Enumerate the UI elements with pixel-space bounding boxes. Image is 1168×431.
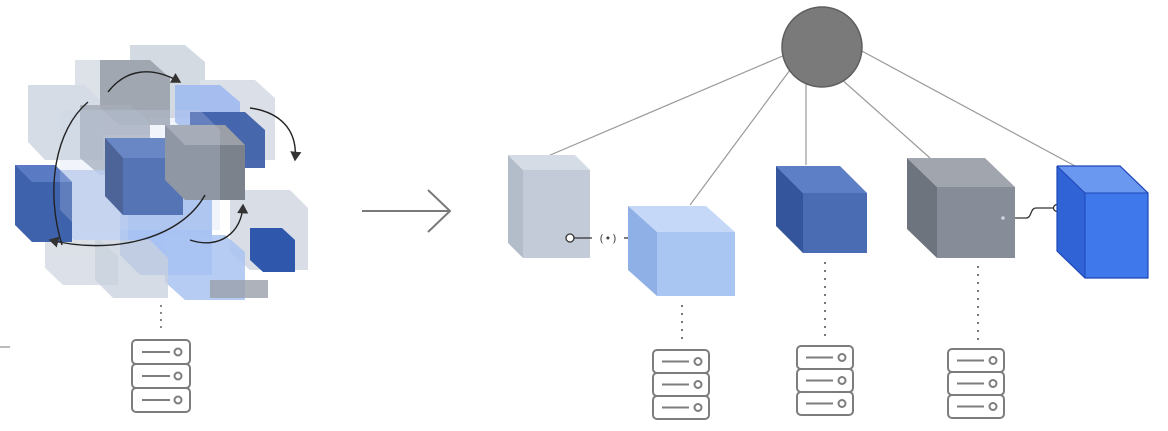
arrow-right-icon: [362, 189, 452, 233]
server-rack-icon: [796, 345, 854, 416]
monolith-cluster: [15, 45, 308, 333]
service-cube-pale-grey: [508, 155, 590, 258]
connector-label: (•): [598, 232, 618, 245]
hub-connections: [547, 49, 1076, 206]
service-cube-light-blue: [628, 206, 735, 296]
server-rack-icon: [131, 339, 191, 413]
service-connector-squiggle: [1015, 203, 1062, 219]
service-cube-slate-grey: [907, 158, 1015, 258]
server-rack-icon: [947, 348, 1005, 419]
server-rack-icon: [652, 349, 710, 420]
service-cube-dark-blue: [776, 166, 867, 253]
service-hub: [781, 6, 863, 88]
service-cube-bright-blue: [1056, 165, 1149, 279]
